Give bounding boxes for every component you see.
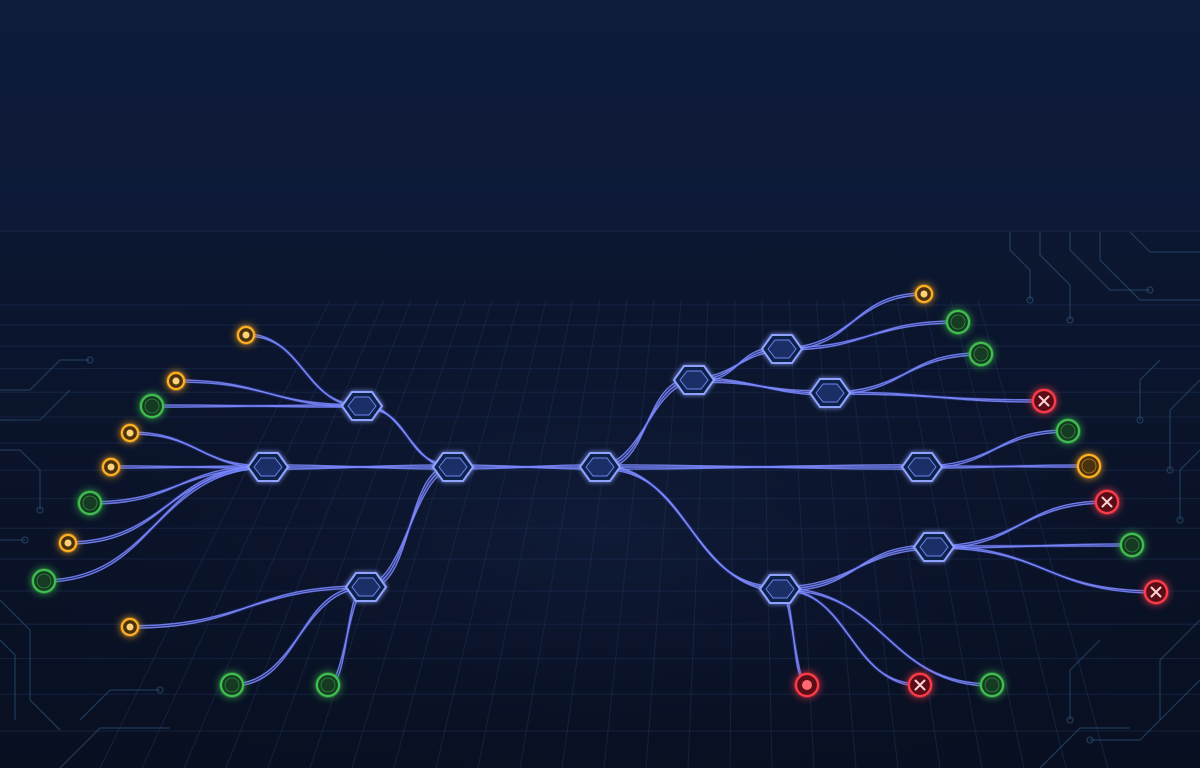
ring-icon: [320, 677, 336, 693]
hub-node-h12[interactable]: [758, 574, 802, 604]
hexagon-inner-icon: [347, 396, 377, 416]
ring-icon: [1081, 458, 1097, 474]
status-node-l11[interactable]: [315, 672, 341, 698]
band-divider: [0, 230, 1200, 232]
hub-node-h3[interactable]: [340, 391, 384, 421]
hub-node-h2[interactable]: [431, 452, 475, 482]
status-node-l3[interactable]: [139, 393, 165, 419]
ring-icon: [984, 677, 1000, 693]
status-node-l10[interactable]: [219, 672, 245, 698]
status-node-l4[interactable]: [120, 423, 140, 443]
hexagon-inner-icon: [767, 339, 797, 359]
x-icon: [1101, 496, 1113, 508]
ring-icon: [82, 495, 98, 511]
status-node-l7[interactable]: [58, 533, 78, 553]
status-node-r3[interactable]: [968, 341, 994, 367]
status-node-l1[interactable]: [236, 325, 256, 345]
status-node-r10[interactable]: [794, 672, 820, 698]
connection-lines: [43, 292, 1157, 687]
dot-icon: [920, 290, 928, 298]
status-node-r5[interactable]: [1055, 418, 1081, 444]
ring-icon: [950, 314, 966, 330]
hexagon-inner-icon: [765, 579, 795, 599]
dot-icon: [126, 623, 134, 631]
hexagon-inner-icon: [919, 537, 949, 557]
status-node-r6[interactable]: [1076, 453, 1102, 479]
hub-node-h11[interactable]: [912, 532, 956, 562]
hub-node-h5[interactable]: [578, 452, 622, 482]
leaf-link-l8: [43, 465, 269, 583]
status-node-l5[interactable]: [101, 457, 121, 477]
dot-icon: [242, 331, 250, 339]
leaf-link-l10: [231, 585, 367, 687]
hub-node-h4[interactable]: [344, 572, 388, 602]
status-node-r2[interactable]: [945, 309, 971, 335]
ring-icon: [224, 677, 240, 693]
leaf-link-r6: [921, 464, 1090, 469]
x-icon: [1038, 395, 1050, 407]
link-h1-h2: [267, 464, 454, 470]
hexagon-inner-icon: [679, 370, 709, 390]
ring-icon: [973, 346, 989, 362]
dot-icon: [126, 429, 134, 437]
hub-node-h7[interactable]: [672, 365, 716, 395]
header-band: [0, 0, 1200, 232]
ring-icon: [36, 573, 52, 589]
ring-icon: [1060, 423, 1076, 439]
ring-icon: [144, 398, 160, 414]
hub-nodes: [246, 334, 956, 604]
x-icon: [914, 679, 926, 691]
link-h12-h11: [779, 544, 935, 592]
hub-node-h8[interactable]: [760, 334, 804, 364]
leaf-link-r9: [933, 545, 1157, 594]
link-h5-h12: [599, 464, 781, 592]
dot-icon: [172, 377, 180, 385]
leaf-link-l3: [151, 403, 363, 409]
dot-icon: [802, 680, 812, 690]
status-node-r11[interactable]: [907, 672, 933, 698]
hub-node-h1[interactable]: [246, 452, 290, 482]
hexagon-inner-icon: [907, 457, 937, 477]
status-node-r12[interactable]: [979, 672, 1005, 698]
status-node-l6[interactable]: [77, 490, 103, 516]
link-h2-h5: [452, 464, 601, 470]
status-node-r1[interactable]: [914, 284, 934, 304]
dot-icon: [64, 539, 72, 547]
link-h5-h9: [599, 464, 923, 470]
leaf-link-r4: [829, 391, 1045, 403]
dot-icon: [107, 463, 115, 471]
hexagon-inner-icon: [253, 457, 283, 477]
status-node-r7[interactable]: [1094, 489, 1120, 515]
status-node-l9[interactable]: [120, 617, 140, 637]
status-node-r8[interactable]: [1119, 532, 1145, 558]
ring-icon: [1124, 537, 1140, 553]
status-node-l2[interactable]: [166, 371, 186, 391]
leaf-link-l9: [129, 585, 367, 629]
status-node-r9[interactable]: [1143, 579, 1169, 605]
hexagon-inner-icon: [815, 383, 845, 403]
status-nodes: [31, 284, 1169, 698]
hub-node-h10[interactable]: [808, 378, 852, 408]
hub-node-h9[interactable]: [900, 452, 944, 482]
x-icon: [1150, 586, 1162, 598]
leaf-link-r12: [779, 587, 993, 687]
status-node-r4[interactable]: [1031, 388, 1057, 414]
status-node-l8[interactable]: [31, 568, 57, 594]
hexagon-inner-icon: [438, 457, 468, 477]
leaf-link-r2: [781, 320, 959, 351]
hexagon-inner-icon: [351, 577, 381, 597]
hexagon-inner-icon: [585, 457, 615, 477]
